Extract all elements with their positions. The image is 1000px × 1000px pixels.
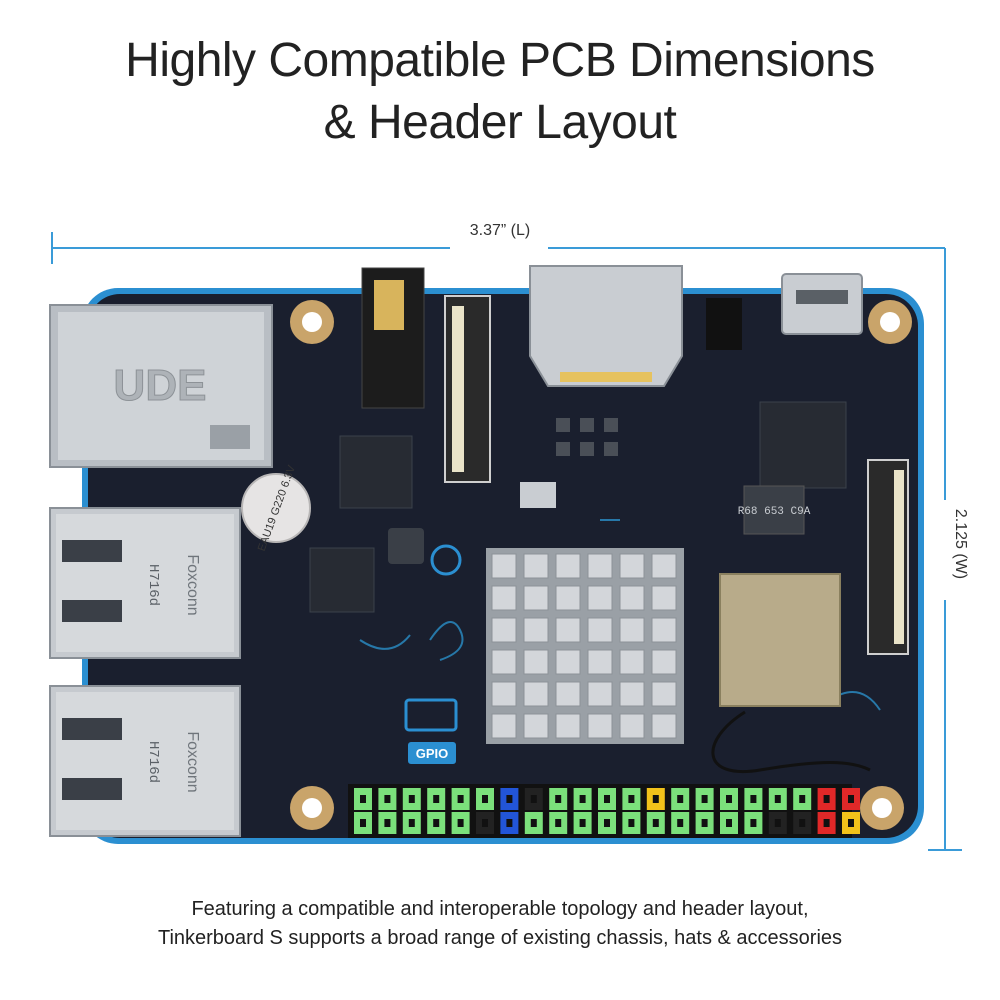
gpio-header: [348, 784, 860, 838]
gpio-pin-hole: [530, 795, 537, 803]
gpio-pin-hole: [408, 795, 415, 803]
gpio-pin-hole: [482, 819, 488, 827]
gpio-pins-bottom: [354, 812, 860, 834]
micro-usb-port: [781, 273, 863, 335]
title-line-2: & Header Layout: [323, 96, 677, 149]
wifi-module: [711, 573, 871, 773]
gpio-pin-hole: [726, 795, 732, 803]
gpio-pin-hole: [701, 795, 708, 803]
page-title: Highly Compatible PCB Dimensions & Heade…: [0, 30, 1000, 154]
gpio-pin-hole: [628, 819, 635, 827]
gpio-pins-top: [354, 788, 860, 810]
gpio-pin-hole: [555, 795, 562, 803]
gpio-pin-hole: [360, 819, 366, 827]
gpio-pin-hole: [604, 819, 610, 827]
usb-port-top: Foxconn H716d: [49, 507, 241, 659]
ethernet-port: UDE: [49, 304, 273, 468]
gpio-pin-hole: [408, 819, 415, 827]
usb-brand-bottom: Foxconn: [184, 731, 201, 792]
gpio-pin-hole: [823, 795, 830, 803]
camera-icon: [430, 544, 462, 576]
gpio-pin-hole: [604, 795, 610, 803]
usb-brand-top: Foxconn: [184, 554, 201, 615]
usb-port-bottom: Foxconn H716d: [49, 685, 241, 837]
gpio-pin-hole: [823, 819, 830, 827]
gpio-pin-hole: [506, 819, 513, 827]
caption-line-1: Featuring a compatible and interoperable…: [191, 898, 809, 920]
gpio-pin-hole: [774, 819, 781, 827]
gpio-pin-hole: [848, 795, 854, 803]
gpio-pin-hole: [384, 795, 391, 803]
gpio-badge: GPIO: [408, 742, 456, 764]
gpio-pin-hole: [799, 819, 806, 827]
gpio-pin-hole: [652, 819, 659, 827]
hdmi-port: [529, 265, 683, 387]
gpio-pin-hole: [579, 795, 586, 803]
gpio-pin-hole: [555, 819, 562, 827]
caption: Featuring a compatible and interoperable…: [0, 895, 1000, 953]
length-dimension-line: [51, 232, 945, 264]
capacitor: EAU19 G220 6.3V: [241, 463, 311, 553]
inductor-marking: R68 653 C9A: [738, 506, 811, 518]
gpio-pin-hole: [677, 795, 684, 803]
gpio-pin-hole: [750, 819, 757, 827]
gpio-pin-hole: [506, 795, 513, 803]
gpio-pin-hole: [652, 795, 659, 803]
gpio-pin-hole: [457, 795, 464, 803]
audio-jack: [361, 267, 425, 409]
gpio-pin-hole: [457, 819, 464, 827]
gpio-pin-hole: [774, 795, 781, 803]
usb-model-top: H716d: [145, 564, 161, 606]
gpio-pin-hole: [726, 819, 732, 827]
keyboard-icon: [404, 698, 458, 732]
gpio-pin-hole: [530, 819, 537, 827]
power-header: [706, 298, 742, 350]
svg-text:GPIO: GPIO: [416, 746, 449, 761]
display-connector: [444, 295, 491, 483]
length-label: 3.37” (L): [469, 222, 531, 239]
camera-connector: [867, 459, 909, 655]
gpio-pin-hole: [384, 819, 391, 827]
usb-model-bottom: H716d: [145, 741, 161, 783]
mounting-holes: [290, 300, 912, 830]
title-line-1: Highly Compatible PCB Dimensions: [125, 34, 875, 87]
gpio-pin-hole: [628, 795, 635, 803]
gpio-pin-hole: [848, 819, 854, 827]
width-dimension-line: [928, 248, 962, 851]
gpio-pin-hole: [433, 819, 440, 827]
gpio-pin-hole: [360, 795, 366, 803]
gpio-pin-hole: [579, 819, 586, 827]
gpio-pin-hole: [677, 819, 684, 827]
ethernet-brand: UDE: [114, 361, 207, 410]
chips: R68 653 C9A: [309, 401, 847, 613]
caption-line-2: Tinkerboard S supports a broad range of …: [157, 927, 843, 949]
gpio-pin-hole: [482, 795, 488, 803]
heatsink: [486, 548, 684, 744]
gpio-pin-hole: [433, 795, 440, 803]
gpio-pin-hole: [799, 795, 806, 803]
gpio-pin-hole: [750, 795, 757, 803]
gpio-pin-hole: [701, 819, 708, 827]
